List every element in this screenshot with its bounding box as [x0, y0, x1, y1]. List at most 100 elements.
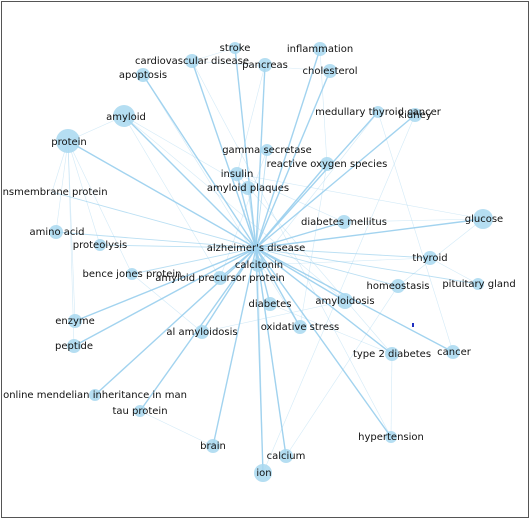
edge-homeostasis-glucose [397, 218, 484, 287]
edge-alzheimers-cancer [255, 247, 454, 353]
node-type2[interactable] [385, 347, 399, 361]
label-bence: bence jones protein [83, 269, 182, 280]
node-app[interactable] [213, 271, 227, 285]
edge-cancer-medullary [377, 111, 454, 353]
edge-protein-bence [67, 140, 133, 275]
label-ion: ion [256, 468, 271, 479]
label-glucose: glucose [465, 214, 503, 225]
label-protein: protein [51, 137, 87, 148]
node-thyroid[interactable] [423, 251, 437, 265]
edge-cardiovascular-stroke [191, 47, 236, 62]
edge-alzheimers-glucose [255, 218, 484, 249]
edge-hypertension-cardiovascular [191, 60, 392, 438]
node-inflammation[interactable] [313, 42, 327, 56]
node-omim[interactable] [89, 389, 101, 401]
label-calcitonin: calcitonin [235, 260, 283, 271]
label-cancer: cancer [437, 347, 472, 358]
node-plaques[interactable] [241, 181, 255, 195]
node-kidney[interactable] [408, 108, 422, 122]
edge-tau-brain [139, 410, 214, 447]
edge-insulin-type2 [236, 173, 393, 355]
node-brain[interactable] [206, 439, 220, 453]
edge-protein-peptide [67, 140, 75, 347]
label-app: amyloid precursor protein [155, 273, 285, 284]
edge-alzheimers-inflammation [255, 48, 321, 249]
node-layer [49, 42, 493, 482]
edge-insulin-glucose [236, 173, 484, 220]
node-amyloidosis[interactable] [337, 293, 353, 309]
edge-diabetes_mellitus-insulin [236, 173, 345, 223]
edge-alzheimers-peptide [73, 247, 257, 347]
label-pituitary: pituitary gland [442, 279, 515, 290]
node-tau[interactable] [134, 405, 146, 417]
edge-alzheimers-hypertension [255, 247, 392, 438]
edge-alzheimers-amyloidosis [255, 247, 346, 302]
node-insulin[interactable] [230, 167, 244, 181]
node-glucose[interactable] [473, 209, 493, 229]
edge-oxidative-apoptosis [142, 74, 301, 328]
edge-alzheimers-thyroid [255, 247, 431, 259]
edge-alzheimers-amino [55, 231, 257, 249]
edge-alzheimers-kidney [255, 114, 416, 249]
node-stroke[interactable] [229, 42, 241, 54]
node-calcitonin[interactable] [251, 258, 265, 272]
node-cholesterol[interactable] [323, 64, 337, 78]
edge-alzheimers-proteolysis [99, 244, 257, 249]
edge-diabetes_mellitus-glucose [343, 218, 484, 223]
edge-alzheimers-stroke [234, 47, 257, 249]
label-cholesterol: cholesterol [303, 66, 358, 77]
edge-alzheimers-enzyme [74, 247, 257, 322]
edge-alzheimers-bence [131, 247, 257, 275]
node-amino[interactable] [49, 225, 63, 239]
edge-protein-proteolysis [67, 140, 101, 246]
node-diabetes[interactable] [263, 297, 277, 311]
edge-alzheimers-brain [212, 247, 257, 447]
node-homeostasis[interactable] [391, 279, 405, 293]
edge-hypertension-type2 [390, 353, 393, 438]
label-medullary: medullary thyroid cancer [315, 107, 442, 118]
node-pancreas[interactable] [258, 58, 272, 72]
edge-alzheimers-ros [255, 163, 328, 249]
node-gamma[interactable] [261, 144, 273, 156]
edge-alzheimers-diabetes_mellitus [255, 221, 345, 249]
node-diabetes-mellitus[interactable] [337, 215, 351, 229]
node-proteolysis[interactable] [94, 239, 106, 251]
edge-alzheimers-homeostasis [255, 247, 399, 287]
edge-alzheimers-amyloid [123, 115, 257, 249]
node-amyloid[interactable] [113, 105, 135, 127]
node-apoptosis[interactable] [136, 68, 150, 82]
edge-alzheimers-transmembrane [51, 191, 257, 249]
label-kidney: kidney [398, 110, 431, 121]
label-proteolysis: proteolysis [73, 240, 127, 251]
edge-alzheimers-plaques [247, 187, 257, 249]
node-cardiovascular[interactable] [185, 54, 199, 68]
label-insulin: insulin [221, 169, 254, 180]
node-calcium[interactable] [279, 449, 293, 463]
label-cardiovascular: cardiovascular disease [135, 56, 249, 67]
edge-alzheimers-diabetes [255, 247, 271, 305]
node-protein[interactable] [56, 129, 80, 153]
node-enzyme[interactable] [68, 314, 82, 328]
node-medullary[interactable] [372, 106, 384, 118]
edge-calcitonin-ion [257, 264, 264, 474]
edge-homeostasis-calcium [285, 285, 399, 457]
label-type2: type 2 diabetes [353, 349, 431, 360]
edge-ros-oxidative [299, 163, 328, 328]
label-brain: brain [200, 441, 226, 452]
node-cancer[interactable] [446, 345, 460, 359]
node-bence[interactable] [126, 268, 138, 280]
label-peptide: peptide [55, 341, 93, 352]
node-ros[interactable] [320, 157, 334, 171]
label-calcium: calcium [267, 451, 306, 462]
label-gamma: gamma secretase [222, 145, 312, 156]
node-ion[interactable] [254, 464, 272, 482]
node-hypertension[interactable] [385, 431, 397, 443]
node-pituitary[interactable] [472, 278, 484, 290]
node-oxidative[interactable] [293, 320, 307, 334]
node-al-amyloidosis[interactable] [195, 325, 209, 339]
edge-protein-enzyme [67, 140, 76, 322]
node-peptide[interactable] [67, 339, 81, 353]
label-enzyme: enzyme [55, 316, 95, 327]
edge-alzheimers-type2 [255, 247, 393, 355]
